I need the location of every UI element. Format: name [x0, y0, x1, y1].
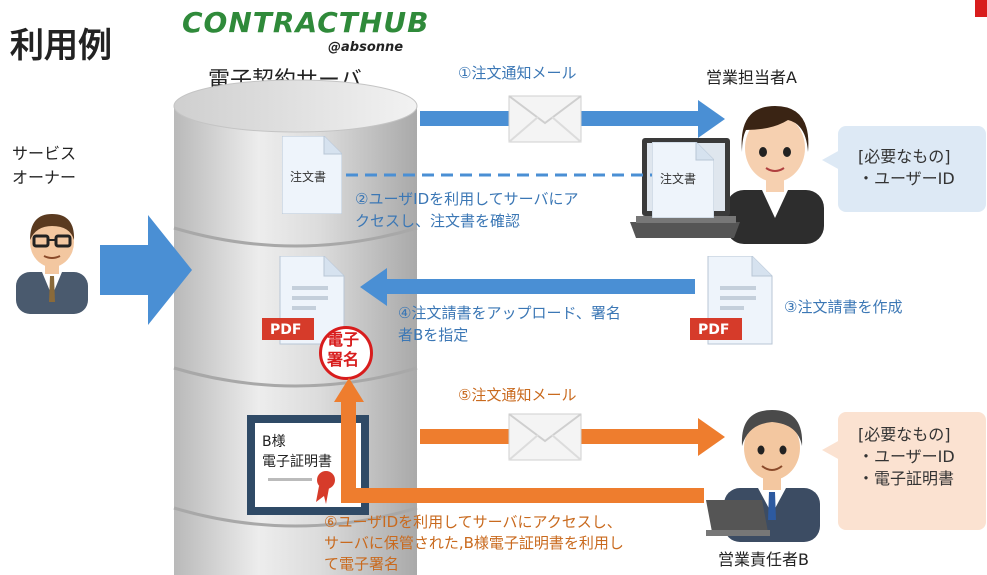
server-document-icon: [282, 136, 342, 214]
step5-envelope-icon: [508, 413, 582, 461]
step1-label: ①注文通知メール: [458, 64, 577, 82]
corner-mark: [975, 0, 987, 17]
logo-name: CONTRACTHUB: [182, 6, 430, 39]
step6-arrow: [334, 378, 704, 503]
right-pdf-icon: [690, 256, 773, 345]
step2-label: ②ユーザIDを利用してサーバにア クセスし、注文書を確認: [355, 190, 579, 230]
callout-b-text: [必要なもの] ・ユーザーID ・電子証明書: [858, 425, 955, 488]
server-pdf-icon: [262, 256, 345, 345]
laptop-document-icon: [652, 142, 714, 218]
step2-dashed-line: [346, 173, 652, 177]
sales-manager-label: 営業責任者B: [718, 550, 809, 569]
step5-label: ⑤注文通知メール: [458, 386, 577, 404]
step6-label: ⑥ユーザIDを利用してサーバにアクセスし、 サーバに保管された,B様電子証明書を…: [324, 513, 624, 573]
callout-a: [838, 126, 986, 212]
step4-arrow: [360, 268, 695, 306]
server-pdf-label: PDF: [270, 322, 302, 338]
logo-sub: @absonne: [328, 40, 404, 55]
laptop-document-label: 注文書: [660, 172, 697, 186]
step4-label: ④注文請書をアップロード、署名 者Bを指定: [398, 304, 621, 344]
right-pdf-label: PDF: [698, 322, 730, 338]
certificate-text: B様 電子証明書: [262, 434, 332, 470]
step3-label: ③注文請書を作成: [784, 298, 903, 316]
page-title: 利用例: [10, 26, 112, 66]
callout-a-pointer: [822, 150, 840, 170]
step1-envelope-icon: [508, 95, 582, 143]
sales-rep-label: 営業担当者A: [706, 68, 797, 87]
sales-rep-person-icon: [726, 106, 824, 244]
sales-manager-person-icon: [706, 410, 820, 542]
callout-b-pointer: [822, 440, 840, 460]
signature-seal-text: 電子 署名: [327, 330, 360, 369]
callout-a-text: [必要なもの] ・ユーザーID: [858, 147, 955, 188]
owner-to-server-arrow: [100, 215, 192, 325]
service-owner-person-icon: [16, 214, 88, 314]
server-document-label: 注文書: [290, 170, 327, 184]
signature-seal: [319, 326, 373, 380]
service-owner-label: サービス オーナー: [12, 144, 77, 187]
callout-b: [838, 412, 986, 530]
